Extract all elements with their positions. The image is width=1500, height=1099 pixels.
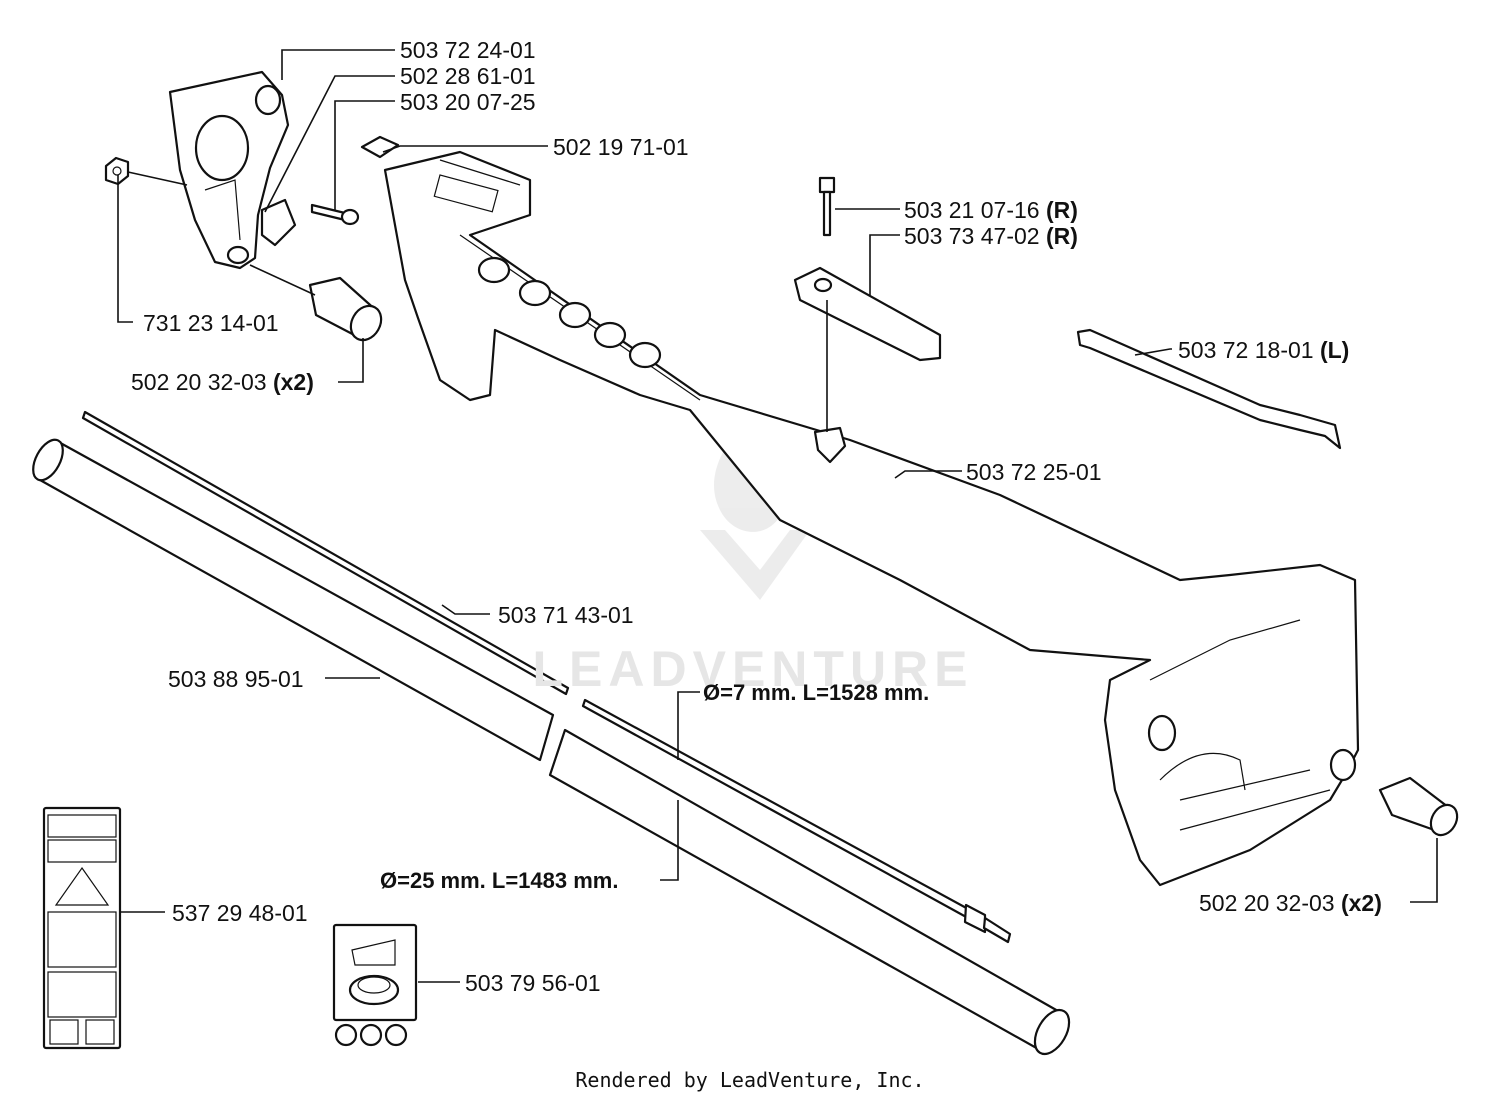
part-label[interactable]: 731 23 14-01 [143,310,279,336]
part-label[interactable]: 503 79 56-01 [465,970,601,996]
part-label[interactable]: 502 20 32-03 (x2) [1199,890,1382,916]
latch-part[interactable] [813,426,847,464]
grip-piece-part[interactable] [793,266,942,362]
part-label[interactable]: 502 20 32-03 (x2) [131,369,314,395]
shaft-dimension-label: Ø=7 mm. L=1528 mm. [703,680,930,705]
tube-upper-part[interactable] [27,435,555,762]
part-label[interactable]: 503 72 18-01 (L) [1178,337,1350,363]
bolt-part[interactable] [818,176,836,237]
decal-sheet-part[interactable] [42,806,122,1050]
handle-bracket-part[interactable] [168,70,290,270]
watermark-text: LEADVENTURE [532,641,974,697]
part-label[interactable]: 503 21 07-16 (R) [904,197,1078,223]
rubber-plug-left-part[interactable] [308,276,387,346]
clamp-part[interactable] [260,198,297,247]
nut-part[interactable] [104,156,130,186]
part-label[interactable]: 503 88 95-01 [168,666,304,692]
leader-lines [117,49,1438,983]
trimmer-head-decal-part[interactable] [332,923,418,1047]
part-label[interactable]: 537 29 48-01 [172,900,308,926]
part-label[interactable]: 503 71 43-01 [498,602,634,628]
part-label[interactable]: 503 72 24-01 [400,37,536,63]
rubber-plug-right-part[interactable] [1378,776,1462,840]
tube-lower-part[interactable] [548,728,1076,1060]
part-label[interactable]: 503 72 25-01 [966,459,1102,485]
square-nut-part[interactable] [360,135,400,159]
tube-dimension-label: Ø=25 mm. L=1483 mm. [380,868,619,893]
part-label[interactable]: 502 19 71-01 [553,134,689,160]
screw-part[interactable] [310,203,360,226]
part-label[interactable]: 503 20 07-25 [400,89,536,115]
drive-shaft-part[interactable] [81,410,1012,944]
footer-credit: Rendered by LeadVenture, Inc. [575,1068,925,1092]
spring-strip-part[interactable] [1076,328,1342,450]
main-housing-part[interactable] [383,150,1360,887]
part-label[interactable]: 503 73 47-02 (R) [904,223,1078,249]
part-label[interactable]: 502 28 61-01 [400,63,536,89]
